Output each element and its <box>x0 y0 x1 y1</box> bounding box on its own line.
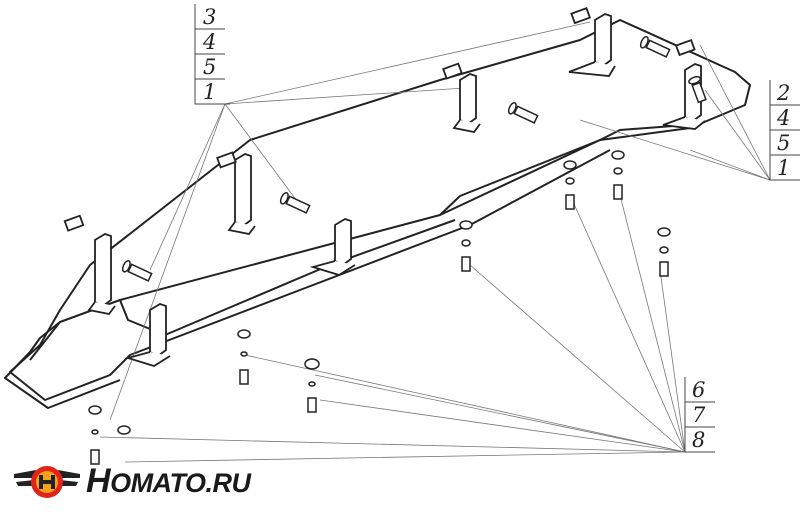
horizontal-bolts <box>121 35 707 282</box>
callout-group-bottom-right: 6 7 8 <box>684 377 715 453</box>
callout-group-top-left: 3 4 5 1 <box>194 4 230 105</box>
brand-rest: OMATO.RU <box>110 468 251 498</box>
mounting-brackets <box>63 7 706 367</box>
callout-group-right: 2 4 5 1 <box>769 80 800 181</box>
vertical-fasteners <box>88 150 671 465</box>
bracket-lower-mid <box>309 218 356 276</box>
bracket-rear-right <box>662 38 706 130</box>
callout-label: 6 <box>692 378 705 402</box>
callout-label: 8 <box>692 428 705 452</box>
brand-name: HOMATO.RU <box>86 462 251 501</box>
bracket-rear-top <box>568 7 616 77</box>
callout-label: 4 <box>776 106 790 130</box>
callout-label: 1 <box>777 156 790 180</box>
callout-label: 5 <box>203 55 216 79</box>
winged-h-logo-icon <box>14 466 80 498</box>
callout-label: 5 <box>777 131 790 155</box>
bracket-center <box>442 62 481 133</box>
callout-label: 3 <box>203 5 216 29</box>
brand-initial: H <box>86 462 111 500</box>
bracket-front-left <box>63 214 116 315</box>
callout-label: 7 <box>692 403 706 427</box>
bracket-front-mid <box>216 151 256 235</box>
callout-label: 4 <box>202 30 216 54</box>
callout-label: 2 <box>776 81 790 105</box>
leader-lines <box>99 21 771 463</box>
bracket-lower-left <box>124 303 171 367</box>
skid-plate <box>4 19 751 409</box>
callout-label: 1 <box>203 80 216 104</box>
